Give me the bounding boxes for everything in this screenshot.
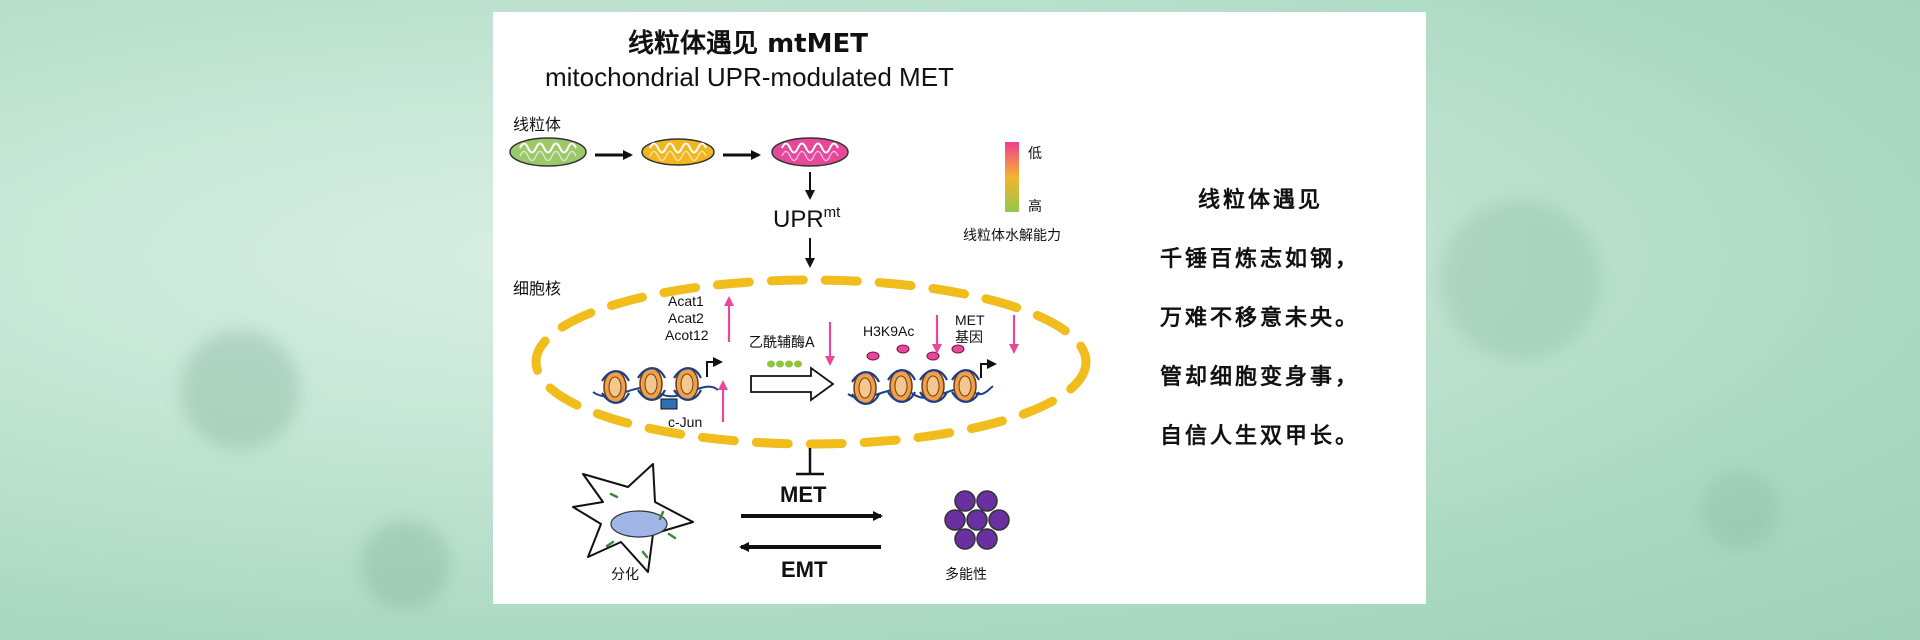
differentiation-label: 分化 [611, 567, 639, 583]
mito-label: 线粒体 [513, 115, 561, 134]
histone-mark-label: H3K9Ac [863, 323, 914, 339]
emt-label: EMT [781, 557, 828, 582]
poem-line-2: 万难不移意未央。 [1160, 305, 1361, 331]
nuclear-envelope [531, 275, 1091, 449]
upr-label: UPRmt [773, 204, 841, 233]
page-subtitle: mitochondrial UPR-modulated MET [545, 62, 954, 92]
poem-line-4: 自信人生双甲长。 [1160, 423, 1361, 449]
gene-acat1: Acat1 [668, 293, 704, 309]
chromatin-right [847, 359, 997, 406]
acetyl-marks [866, 344, 965, 361]
poem-title: 线粒体遇见 [1198, 187, 1324, 213]
c-jun-label: c-Jun [668, 414, 702, 430]
met-label: MET [780, 482, 827, 507]
diagram-panel: 线粒体遇见 mtMET mitochondrial UPR-modulated … [493, 12, 1426, 604]
nucleus-label: 细胞核 [513, 279, 561, 298]
poem-line-1: 千锤百炼志如钢， [1160, 246, 1361, 272]
gene-acot12: Acot12 [665, 327, 709, 343]
hollow-arrow [750, 366, 835, 402]
pluripotent-cluster-icon [944, 490, 1010, 550]
met-gene-label-1: MET [955, 312, 985, 328]
gene-acat2: Acat2 [668, 310, 704, 326]
acetyl-coa-label: 乙酰辅酶A [749, 335, 815, 351]
chromatin-left [592, 357, 723, 405]
diagram-figure: 线粒体遇见 mtMET mitochondrial UPR-modulated … [509, 28, 1091, 583]
mitochondrion-yellow-icon [641, 138, 715, 166]
mitochondrion-green-icon [509, 137, 587, 167]
poem-line-3: 管却细胞变身事， [1160, 364, 1361, 390]
legend-high-label: 高 [1028, 198, 1042, 215]
c-jun-box [660, 398, 678, 410]
poem: 线粒体遇见 千锤百炼志如钢， 万难不移意未央。 管却细胞变身事， 自信人生双甲长… [1160, 185, 1420, 480]
acetyl-coa-dots [767, 360, 802, 368]
upr-superscript: mt [824, 204, 841, 221]
page-title: 线粒体遇见 mtMET [628, 28, 868, 59]
differentiated-cell-icon [572, 463, 694, 573]
upr-text: UPR [773, 206, 824, 233]
mitochondrion-pink-icon [771, 137, 849, 167]
legend-low-label: 低 [1028, 146, 1042, 162]
legend-gradient-bar [1005, 142, 1019, 212]
met-gene-label-2: 基因 [955, 329, 983, 346]
legend-caption: 线粒体水解能力 [963, 228, 1061, 244]
pluripotency-label: 多能性 [945, 566, 987, 583]
